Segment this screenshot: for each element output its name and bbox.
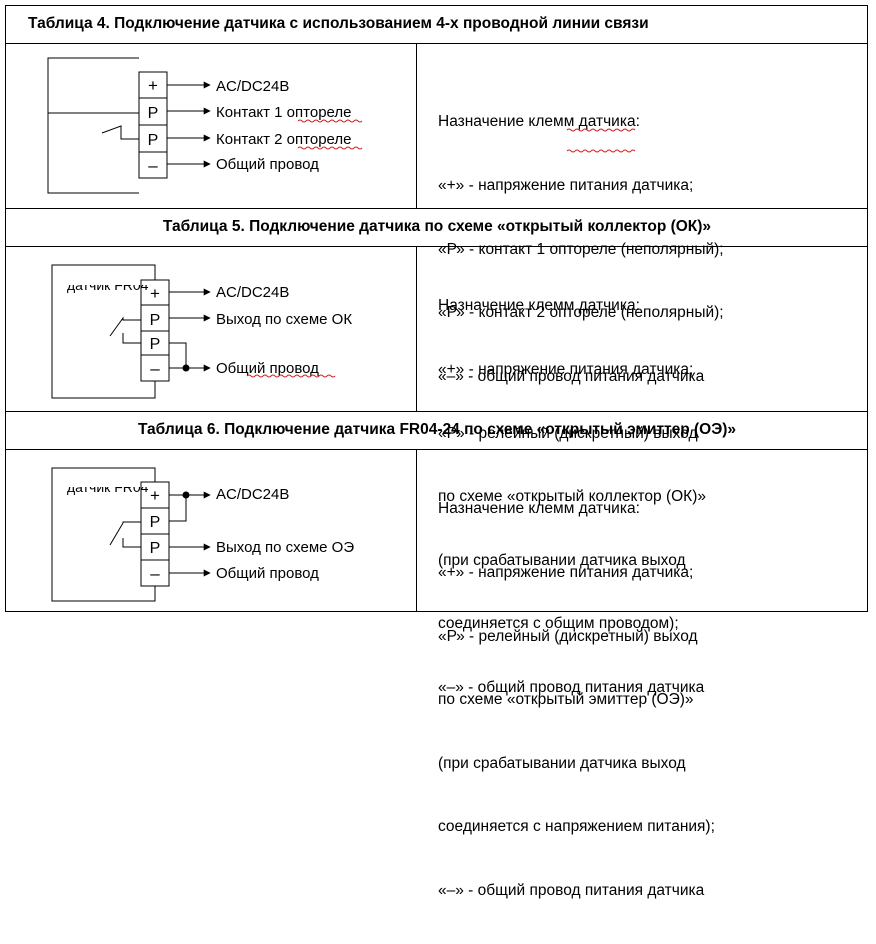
terminal-label: P	[150, 540, 161, 557]
description-line: «–» - общий провод питания датчика	[438, 367, 705, 385]
table6-wire-labels: AC/DC24B Выход по схеме ОЭ Общий провод	[216, 486, 354, 582]
table4-wiring-diagram	[47, 57, 211, 194]
description-line: «Р» - релейный (дискретный) выход	[438, 424, 698, 442]
description-line: «Р» - релейный (дискретный) выход	[438, 627, 698, 645]
description-line: по схеме «открытый эмиттер (ОЭ)»	[438, 691, 694, 709]
wire-label: AC/DC24B	[216, 486, 289, 503]
terminal-label: +	[150, 284, 160, 303]
terminal-label: –	[150, 359, 160, 378]
description-line: (при срабатывании датчика выход	[438, 754, 686, 772]
spellcheck-underline	[566, 128, 636, 132]
description-line: Назначение клемм датчика:	[438, 113, 640, 131]
wire-label: Выход по схеме ОК	[216, 311, 352, 328]
document-page: Таблица 4. Подключение датчика с использ…	[5, 5, 868, 899]
spellcheck-underlines	[246, 119, 636, 378]
terminal-label: P	[148, 105, 159, 122]
table6-column-divider	[416, 449, 417, 612]
table-border-top	[5, 5, 868, 6]
table4-terminal-labels: + P P –	[148, 76, 159, 175]
terminal-plus	[140, 481, 170, 509]
description-line: «+» - напряжение питания датчика;	[438, 564, 694, 582]
terminal-minus	[140, 559, 170, 587]
wire-label: Общий провод	[216, 360, 319, 377]
table-border-right	[867, 5, 868, 612]
table-border-left	[5, 5, 6, 612]
wire-label: Общий провод	[216, 565, 319, 582]
table4-title: Таблица 4. Подключение датчика с использ…	[28, 15, 649, 32]
terminal-label: P	[148, 132, 159, 149]
wire-label: Контакт 2 оптореле	[216, 131, 351, 148]
switch-return-wire	[122, 538, 141, 548]
terminal-label: –	[148, 156, 158, 175]
wire-label: AC/DC24B	[216, 284, 289, 301]
description-line: «Р» - контакт 1 оптореле (неполярный);	[438, 240, 724, 258]
table6-title: Таблица 6. Подключение датчика FR04-24 п…	[137, 421, 737, 438]
wire-label: AC/DC24B	[216, 78, 289, 95]
spellcheck-underline	[297, 146, 363, 150]
switch-contact	[109, 521, 141, 546]
terminal-p2	[140, 330, 170, 356]
switch-return-wire	[122, 333, 141, 344]
sensor-label: датчик FR04	[67, 277, 149, 293]
sensor-housing-outline	[47, 57, 139, 194]
table5-header-divider	[5, 246, 868, 247]
table5-terminal-labels: + P P –	[150, 284, 161, 378]
jumper-wire	[169, 342, 187, 368]
description-line: «Р» - контакт 2 оптореле (неполярный);	[438, 304, 724, 322]
spellcheck-underline	[246, 374, 336, 378]
table6-header-divider	[5, 449, 868, 450]
description-line: «+» - напряжение питания датчика;	[438, 361, 694, 379]
table5-top-border	[5, 208, 868, 209]
description-line: «–» - общий провод питания датчика	[438, 882, 705, 900]
terminal-label: +	[148, 76, 158, 95]
sensor-housing-outline	[51, 264, 156, 399]
wiring-diagrams: + P P – AC/DC24B Контакт 1 оптореле Конт…	[47, 57, 636, 602]
description-line: соединяется с напряжением питания);	[438, 818, 715, 836]
switch-contact	[101, 125, 139, 140]
sensor-label: датчик FR04	[67, 479, 149, 495]
terminal-label: P	[150, 312, 161, 329]
table5-title: Таблица 5. Подключение датчика по схеме …	[162, 218, 712, 235]
description-line: Назначение клемм датчика:	[438, 500, 640, 518]
terminal-label: +	[150, 486, 160, 505]
spellcheck-underline	[297, 119, 363, 123]
junction-dot	[182, 364, 190, 372]
terminal-label: P	[150, 336, 161, 353]
terminal-label: –	[150, 564, 160, 583]
description-line: «+» - напряжение питания датчика;	[438, 177, 694, 195]
description-line: (при срабатывании датчика выход	[438, 551, 686, 569]
table4-header-divider	[5, 43, 868, 44]
wire-label: Контакт 1 оптореле	[216, 104, 351, 121]
table-border-bottom	[5, 611, 868, 612]
table4-wire-labels: AC/DC24B Контакт 1 оптореле Контакт 2 оп…	[216, 78, 351, 173]
description-line: по схеме «открытый коллектор (ОК)»	[438, 488, 706, 506]
switch-contact	[109, 316, 141, 337]
description-line: Назначение клемм датчика:	[438, 297, 640, 315]
table4-column-divider	[416, 43, 417, 209]
jumper-wire	[169, 495, 187, 522]
table5-wiring-diagram	[51, 264, 211, 399]
terminal-label: P	[150, 514, 161, 531]
junction-dot	[182, 491, 190, 499]
table6-top-border	[5, 411, 868, 412]
table6-terminal-labels: + P P –	[150, 486, 161, 583]
terminal-plus	[140, 279, 170, 306]
wire-label: Общий провод	[216, 156, 319, 173]
terminal-minus	[138, 151, 168, 179]
table4-description: Назначение клемм датчика: «+» - напряжен…	[438, 69, 724, 429]
wire-label: Выход по схеме ОЭ	[216, 539, 354, 556]
table5-wire-labels: AC/DC24B Выход по схеме ОК Общий провод	[216, 284, 352, 377]
spellcheck-underline	[566, 149, 636, 153]
table6-wiring-diagram	[51, 467, 211, 602]
table5-column-divider	[416, 246, 417, 412]
